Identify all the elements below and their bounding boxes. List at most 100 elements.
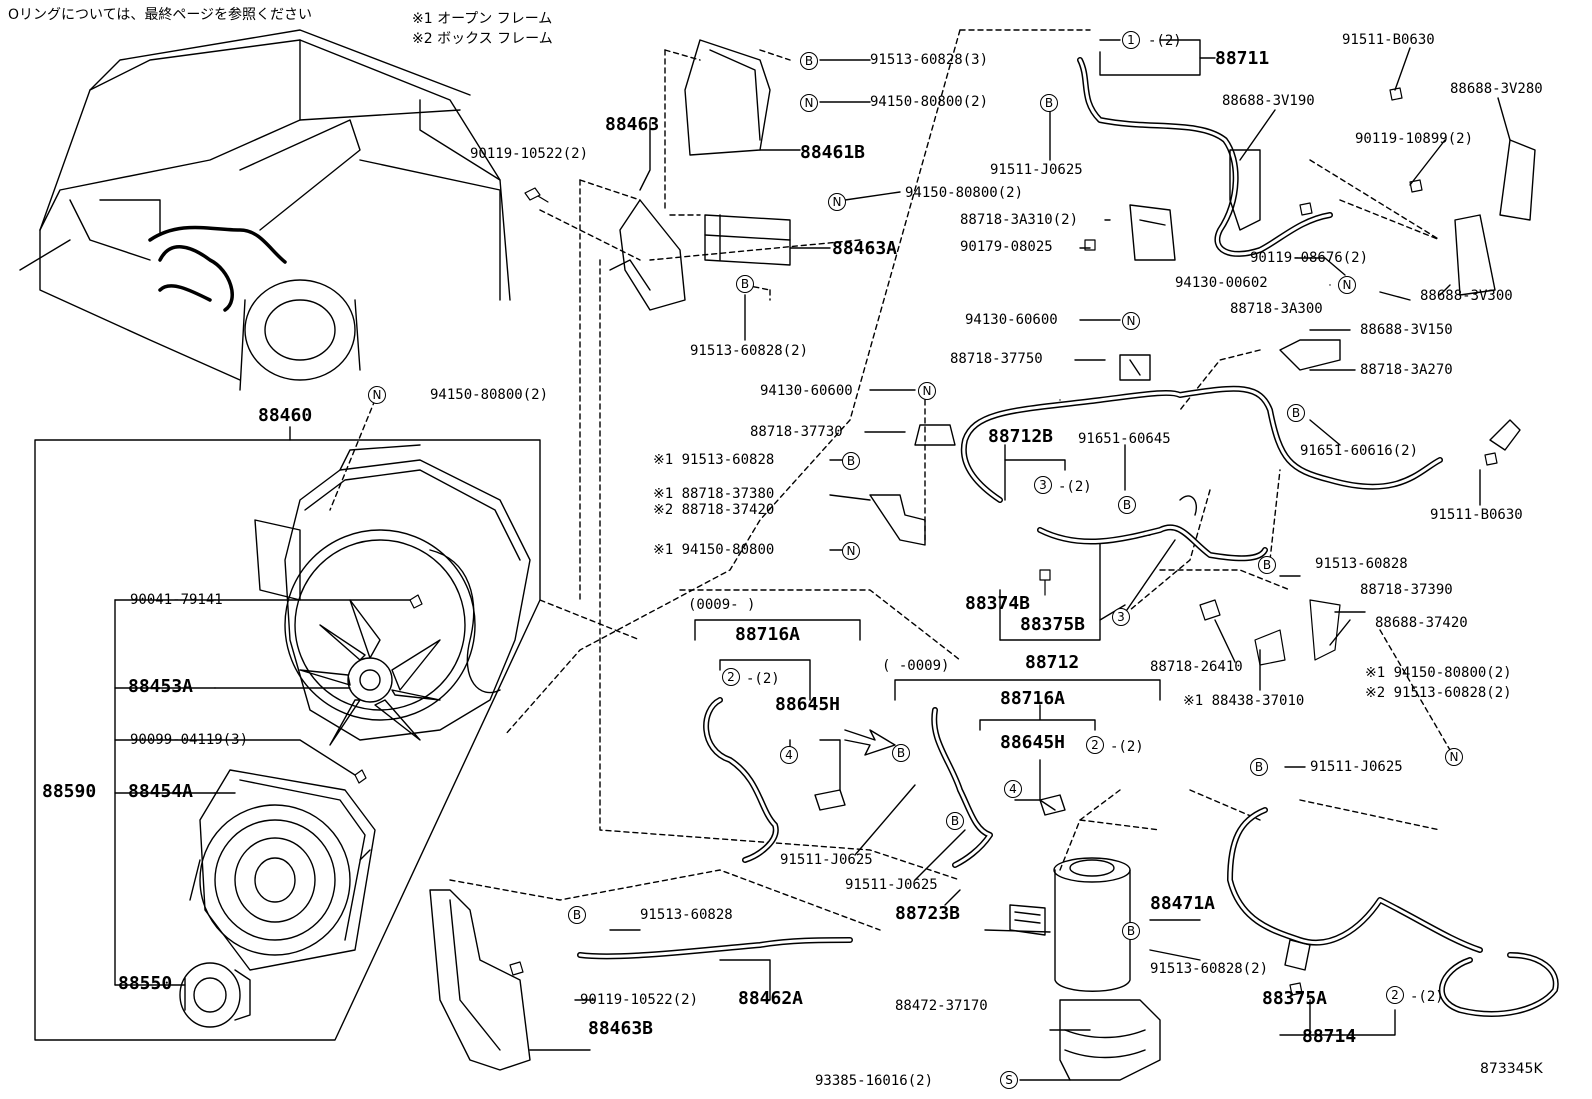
part-label[interactable]: 88472-37170 (895, 998, 988, 1014)
part-label[interactable]: 88463B (588, 1018, 654, 1039)
hose-88711 (1077, 57, 1333, 257)
part-label[interactable]: 88374B (965, 593, 1031, 614)
part-label[interactable]: 90119-10899(2) (1355, 131, 1474, 147)
part-label[interactable]: ※2 88718-37420 (653, 502, 775, 518)
part-label[interactable]: 88716A (735, 624, 801, 645)
part-label[interactable]: 88711 (1215, 48, 1270, 69)
part-label[interactable]: 94150-80800(2) (870, 94, 989, 110)
marker-2: 2 (1086, 736, 1104, 754)
part-label[interactable]: 91511-J0625 (845, 877, 938, 893)
marker-4: 4 (780, 746, 798, 764)
part-label[interactable]: 88718-26410 (1150, 659, 1243, 675)
part-label[interactable]: 94130-60600 (760, 383, 853, 399)
part-label[interactable]: ※1 94150-80800(2) (1365, 665, 1512, 681)
pipe-88712 (1037, 495, 1268, 562)
part-label[interactable]: 90179-08025 (960, 239, 1053, 255)
part-label[interactable]: 88645H (775, 694, 841, 715)
part-label[interactable]: 91511-J0625 (990, 162, 1083, 178)
marker-2: 2 (1386, 986, 1404, 1004)
part-label[interactable]: 88453A (128, 676, 194, 697)
part-label[interactable]: 93385-16016(2) (815, 1073, 934, 1089)
part-label[interactable]: 88454A (128, 781, 194, 802)
part-label[interactable]: 88463 (605, 114, 660, 135)
bracket-88688-3V150 (1279, 339, 1341, 371)
part-label[interactable]: 88718-3A300 (1230, 301, 1323, 317)
clamp-88718-3A310 (1129, 204, 1176, 261)
part-label[interactable]: 88471A (1150, 893, 1216, 914)
part-label[interactable]: 88688-3V300 (1420, 288, 1513, 304)
fan-blades (299, 599, 441, 746)
part-label[interactable]: 94130-60600 (965, 312, 1058, 328)
part-label[interactable]: 88375A (1262, 988, 1328, 1009)
part-label[interactable]: 90119-10522(2) (580, 992, 699, 1008)
part-label[interactable]: 88718-37730 (750, 424, 843, 440)
part-label[interactable]: 90099-04119(3) (130, 732, 249, 748)
part-88723B (1009, 904, 1046, 936)
part-label[interactable]: ※2 91513-60828(2) (1365, 685, 1512, 701)
marker-b: B (1040, 94, 1058, 112)
marker-3: 3 (1034, 476, 1052, 494)
part-label[interactable]: 91511-J0625 (1310, 759, 1403, 775)
part-label[interactable]: 91513-60828(2) (1150, 961, 1269, 977)
part-label[interactable]: 91651-60645 (1078, 431, 1171, 447)
part-label[interactable]: 91511-B0630 (1342, 32, 1435, 48)
frame-note-2: ※2 ボックス フレーム (412, 31, 553, 47)
clamp-88718-37750 (1119, 354, 1151, 381)
part-label[interactable]: ※1 88438-37010 (1183, 693, 1305, 709)
part-label[interactable]: 94150-80800(2) (905, 185, 1024, 201)
part-label[interactable]: 91511-J0625 (780, 852, 873, 868)
diagram-reference-code: 873345K (1480, 1061, 1543, 1077)
part-label[interactable]: ※1 94150-80800 (653, 542, 775, 558)
part-label[interactable]: 88712B (988, 426, 1054, 447)
bracket-88718-37380 (869, 494, 926, 546)
part-label[interactable]: 88716A (1000, 688, 1066, 709)
part-label[interactable]: 91651-60616(2) (1300, 443, 1419, 459)
part-label[interactable]: 94150-80800(2) (430, 387, 549, 403)
part-label[interactable]: 88375B (1020, 614, 1086, 635)
part-label[interactable]: 91513-60828(3) (870, 52, 989, 68)
receiver-dryer-88471A (1053, 857, 1131, 992)
part-label[interactable]: ※1 91513-60828 (653, 452, 775, 468)
part-label[interactable]: 88463A (832, 238, 898, 259)
bolts (354, 87, 1498, 996)
marker-b: B (568, 906, 586, 924)
part-label[interactable]: 88462A (738, 988, 804, 1009)
part-label[interactable]: 88723B (895, 903, 961, 924)
bracket-88463 (609, 199, 686, 311)
part-label[interactable]: 90041-79141 (130, 592, 223, 608)
part-label[interactable]: ※1 88718-37380 (653, 486, 775, 502)
quantity-label: -(2) (746, 671, 780, 687)
part-label[interactable]: 90119-08676(2) (1250, 250, 1369, 266)
fan-housing (189, 769, 376, 971)
quantity-label: -(2) (1410, 989, 1444, 1005)
part-label[interactable]: 91513-60828(2) (690, 343, 809, 359)
part-label[interactable]: 88645H (1000, 732, 1066, 753)
part-label[interactable]: 88718-37750 (950, 351, 1043, 367)
part-label[interactable]: 88688-3V150 (1360, 322, 1453, 338)
bracket-88463B (429, 889, 531, 1071)
part-label[interactable]: 88718-3A270 (1360, 362, 1453, 378)
part-label[interactable]: 88461B (800, 142, 866, 163)
frame-note-1: ※1 オープン フレーム (412, 11, 553, 27)
part-label[interactable]: 88550 (118, 973, 173, 994)
part-label[interactable]: 88590 (42, 781, 97, 802)
marker-n: N (800, 94, 818, 112)
bracket-88461B (684, 39, 771, 156)
bracket-88463A (704, 214, 791, 266)
part-label[interactable]: 91511-B0630 (1430, 507, 1523, 523)
part-label[interactable]: 88714 (1302, 1026, 1357, 1047)
part-label[interactable]: 88460 (258, 405, 313, 426)
part-label[interactable]: 88688-37420 (1375, 615, 1468, 631)
part-label[interactable]: 94130-00602 (1175, 275, 1268, 291)
part-label[interactable]: 88688-3V280 (1450, 81, 1543, 97)
part-label[interactable]: 91513-60828 (640, 907, 733, 923)
part-label[interactable]: 88712 (1025, 652, 1080, 673)
marker-n: N (1445, 748, 1463, 766)
part-label[interactable]: 91513-60828 (1315, 556, 1408, 572)
part-label[interactable]: 88688-3V190 (1222, 93, 1315, 109)
part-label[interactable]: 88718-3A310(2) (960, 212, 1079, 228)
part-label[interactable]: 90119-10522(2) (470, 146, 589, 162)
part-label[interactable]: 88718-37390 (1360, 582, 1453, 598)
